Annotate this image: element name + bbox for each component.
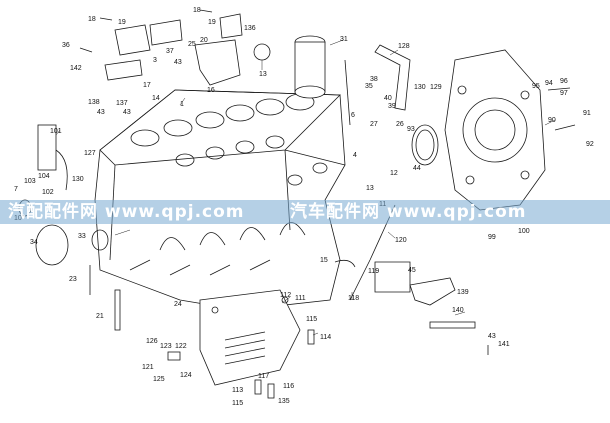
front-gasket [18,199,109,266]
callout: 15 [320,257,328,264]
callout: 112 [280,292,291,299]
callout: 18 [193,7,201,14]
callout: 27 [370,121,378,128]
callout: 127 [84,150,96,157]
callout: 117 [258,373,269,380]
callout: 21 [96,313,104,320]
callout: 137 [116,100,128,107]
callout: 3 [153,57,157,64]
callout: 35 [365,83,373,90]
callout: 115 [232,400,243,407]
callout: 40 [384,95,392,102]
callout: 142 [70,65,82,72]
callout: 13 [366,185,374,192]
callout: 95 [532,83,540,90]
callout: 122 [175,343,187,350]
seal-ring [411,124,439,166]
callout: 38 [370,76,378,83]
callout: 99 [488,234,496,241]
callout: 102 [42,189,54,196]
callout: 33 [78,233,86,240]
watermark-band: 汽配配件网 www.qpj.com 汽车配件网 www.qpj.com [0,200,610,224]
callout: 136 [244,25,256,32]
callout: 18 [88,16,96,23]
callout: 114 [320,334,331,341]
callout: 140 [452,307,464,314]
small-bolts [79,9,576,399]
callout: 138 [88,99,100,106]
callout: 4 [353,152,357,159]
brackets [104,13,271,86]
callout: 130 [414,84,426,91]
callout: 37 [166,48,174,55]
callout: 16 [207,87,215,94]
callout: 93 [407,126,415,133]
callout: 90 [548,117,556,124]
callout: 43 [174,59,182,66]
callout: 104 [38,173,50,180]
callout: 92 [586,141,594,148]
callout: 43 [488,333,496,340]
callout: 7 [14,186,18,193]
callout: 91 [583,110,591,117]
callout: 14 [152,95,160,102]
watermark-text: 汽车配件网 www.qpj.com [290,202,527,222]
dipstick-tube [89,204,396,331]
callout: 44 [413,165,421,172]
callout: 43 [123,109,131,116]
callout: 121 [142,364,154,371]
callout: 19 [208,19,216,26]
callout: 128 [398,43,410,50]
callout: 115 [306,316,317,323]
callout: 123 [160,343,172,350]
callout: 36 [62,42,70,49]
oil-cooler-cover [199,289,301,386]
callout: 1 [180,101,184,108]
callout: 100 [518,228,530,235]
callout: 126 [146,338,158,345]
callout: 125 [153,376,165,383]
callout: 25 [188,41,196,48]
callout: 139 [457,289,469,296]
callout: 103 [24,178,36,185]
callout: 43 [97,109,105,116]
callout: 130 [72,176,84,183]
cylinder-liner [294,35,351,126]
callout: 135 [278,398,290,405]
callout: 24 [174,301,182,308]
callout: 141 [498,341,510,348]
callout: 12 [390,170,398,177]
callout: 13 [259,71,267,78]
callout: 113 [232,387,243,394]
callout: 116 [283,383,294,390]
oil-filler [37,124,68,191]
callout: 45 [408,267,416,274]
callout: 31 [340,36,348,43]
callout: 101 [50,128,62,135]
callout: 39 [388,103,396,110]
callout: 6 [351,112,355,119]
right-brackets [374,44,476,329]
callout: 96 [560,78,568,85]
callout: 97 [560,90,568,97]
callout: 120 [395,237,407,244]
callout: 23 [69,276,77,283]
callout: 111 [295,295,306,302]
callout: 118 [348,295,359,302]
watermark-text: 汽配配件网 www.qpj.com [8,202,245,222]
callout: 26 [396,121,404,128]
callout: 19 [118,19,126,26]
callout: 17 [143,82,151,89]
callout: 124 [180,372,192,379]
callout: 20 [200,37,208,44]
callout: 34 [30,239,38,246]
callout: 119 [368,268,379,275]
callout: 94 [545,80,553,87]
flywheel-housing [444,49,546,211]
callout: 129 [430,84,442,91]
leader-lines [55,39,556,336]
